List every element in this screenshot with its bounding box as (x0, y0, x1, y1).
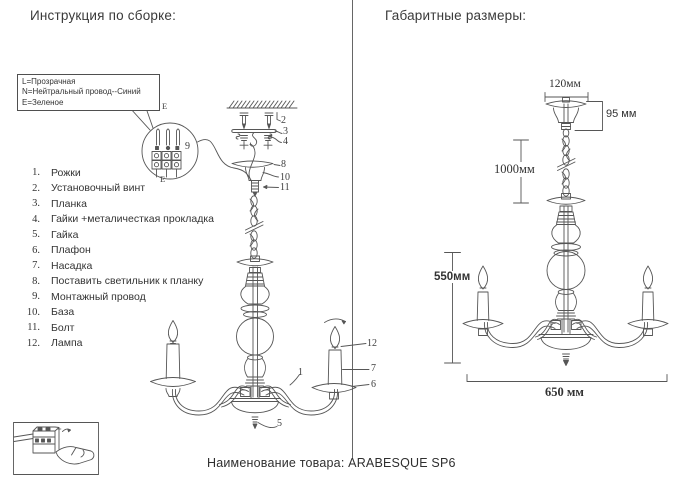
list-item: 3.Планка (32, 197, 87, 210)
candle-left (150, 320, 196, 397)
wire-color-legend: L=Прозрачная N=Нейтральный провод--Синий… (17, 74, 160, 111)
list-item: 2.Установочный винт (32, 182, 146, 195)
legend-line-live: L=Прозрачная (22, 77, 76, 86)
part-ref-9: 9 (185, 141, 190, 152)
list-item: 11.Болт (27, 321, 75, 334)
dim-canopy-width: 120мм (549, 78, 581, 90)
list-item: 12.Лампа (26, 337, 83, 350)
parts-list: 1.Рожки 2.Установочный винт 3.Планка 4.Г… (14, 165, 214, 351)
list-item: 8.Поставить светильник к планку (32, 275, 204, 288)
nuts-washers (239, 135, 282, 150)
chain-left (245, 195, 264, 259)
legend-line-earth: E=Зеленое (22, 97, 64, 107)
canopy-detail (231, 160, 281, 197)
wiring-callout (141, 122, 199, 180)
dim-95 (574, 101, 603, 131)
hook-wire (248, 143, 256, 182)
connector-inset (13, 422, 99, 475)
dim-body-height: 550мм (433, 271, 472, 283)
chandelier-left (229, 255, 281, 429)
wire-label-earth-top: E (162, 101, 168, 111)
dim-550 (444, 252, 461, 364)
part-ref-1: 1 (298, 367, 303, 378)
legend-line-neutral: N=Нейтральный провод--Синий (22, 87, 141, 97)
part-ref-10: 10 (280, 172, 290, 183)
dim-chain-length: 1000мм (493, 162, 536, 177)
list-item: 4.Гайки +металичесткая прокладка (32, 213, 215, 226)
dim-120 (544, 92, 589, 102)
dim-650 (466, 374, 668, 382)
ceiling-hatch (226, 100, 298, 109)
part-ref-4: 4 (283, 136, 288, 147)
left-panel-title: Инструкция по сборке: (30, 8, 177, 23)
dim-body-width: 650 мм (545, 385, 584, 399)
legend-tail (129, 107, 154, 131)
list-item: 9.Монтажный провод (32, 290, 146, 303)
chain-right (557, 135, 576, 197)
list-item: 5.Гайка (32, 228, 79, 241)
ceiling-hook (249, 132, 258, 147)
dim-canopy-height: 95 мм (606, 108, 637, 120)
part-ref-5: 5 (277, 418, 282, 429)
list-item: 10.База (26, 306, 75, 319)
callout-leader-wire (197, 139, 252, 182)
candle-right (311, 318, 370, 400)
part-ref-6: 6 (371, 379, 376, 390)
chandelier-right (484, 193, 648, 366)
part-ref-7: 7 (371, 363, 376, 374)
arms-left (172, 374, 338, 416)
list-item: 6.Плафон (32, 244, 91, 257)
wire-label-earth-bottom: E (160, 174, 166, 184)
canopy-right (545, 97, 587, 138)
mounting-screws (239, 112, 281, 129)
part-ref-8: 8 (281, 159, 286, 170)
list-item: 1.Рожки (32, 166, 81, 179)
list-item: 7.Насадка (32, 259, 93, 272)
product-name-line: Наименование товара: ARABESQUE SP6 (207, 456, 456, 470)
part-ref-11: 11 (280, 182, 290, 193)
part-ref-2: 2 (281, 115, 286, 126)
part-ref-12: 12 (367, 338, 377, 349)
right-panel-title: Габаритные размеры: (385, 8, 527, 23)
part-ref-3: 3 (283, 126, 288, 137)
candles-right-panel (462, 265, 669, 336)
mounting-bar (231, 129, 283, 140)
